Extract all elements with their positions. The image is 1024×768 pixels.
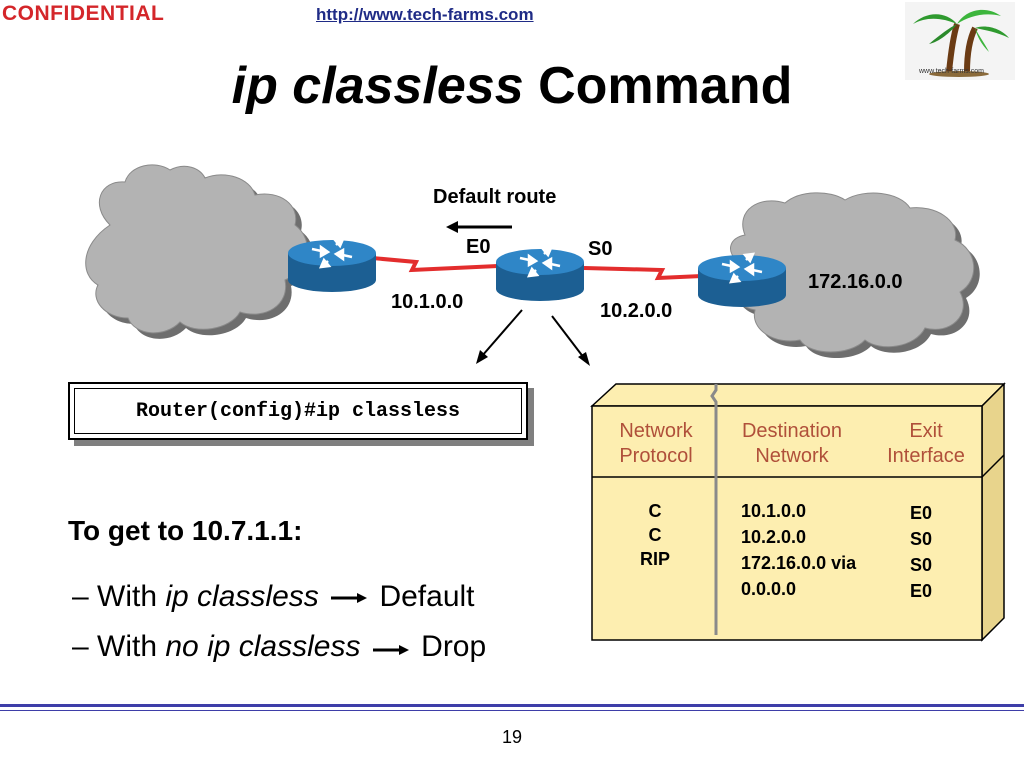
command-text: Router(config)#ip classless: [74, 388, 522, 434]
router-right: [698, 252, 786, 307]
confidential-label: CONFIDENTIAL: [2, 2, 165, 25]
destination-cell: 10.2.0.0: [741, 527, 807, 547]
right-cloud: [727, 192, 980, 358]
goal-heading: To get to 10.7.1.1:: [68, 515, 303, 546]
router-center: [496, 246, 584, 301]
bullet-result: Drop: [421, 630, 487, 663]
interface-cell: E0: [910, 581, 933, 601]
link-right: [583, 266, 703, 281]
footer-line: [0, 704, 1024, 707]
bullet-classless: – With ip classless Default: [72, 580, 475, 614]
bullet-dash: –: [72, 630, 98, 663]
interface-cell: S0: [910, 555, 933, 575]
default-route-label: Default route: [433, 186, 557, 208]
s0-label: S0: [588, 238, 613, 260]
bullet-dash: –: [72, 580, 98, 613]
title-normal: Command: [538, 57, 793, 115]
protocol-column: C C RIP: [620, 499, 690, 571]
pointer-arrow-left: [476, 309, 523, 364]
bullet-result: Default: [379, 580, 475, 613]
bullet-no-classless: – With no ip classless Drop: [72, 630, 486, 664]
interface-cell: E0: [910, 503, 933, 523]
footer-line-thin: [0, 710, 1024, 711]
protocol-cell: C: [648, 501, 662, 521]
destination-cell: 10.1.0.0: [741, 501, 807, 521]
bullet-prefix: With: [97, 630, 166, 663]
palm-tree-icon: [905, 2, 1015, 80]
protocol-cell: C: [648, 525, 662, 545]
command-box: Router(config)#ip classless: [68, 382, 528, 440]
right-arrow-icon: [331, 593, 368, 604]
bullet-command: no ip classless: [165, 630, 361, 663]
pointer-arrow-right: [551, 315, 590, 366]
logo-caption: www.tech-farms.com: [919, 68, 984, 75]
protocol-cell: RIP: [639, 549, 670, 569]
destination-cell: 172.16.0.0 via: [741, 553, 857, 573]
website-link[interactable]: http://www.tech-farms.com: [316, 5, 534, 24]
page-number: 19: [501, 727, 523, 747]
bullet-prefix: With: [97, 580, 166, 613]
destination-cell: 0.0.0.0: [741, 579, 797, 599]
routing-table-box: [590, 382, 1006, 642]
bullet-command: ip classless: [165, 580, 319, 613]
network-172-label: 172.16.0.0: [808, 271, 903, 293]
right-arrow-icon: [372, 645, 409, 656]
default-route-arrow: [446, 221, 512, 233]
page-title: ip classless Command: [0, 56, 1024, 116]
network-10-1-label: 10.1.0.0: [391, 291, 464, 313]
header-exit-interface: Exit Interface: [887, 420, 965, 467]
header-destination-network: Destination Network: [741, 420, 843, 467]
interface-cell: S0: [910, 529, 933, 549]
e0-label: E0: [466, 236, 491, 258]
tech-farms-logo: www.tech-farms.com: [905, 2, 1015, 80]
router-left: [288, 237, 376, 292]
network-10-2-label: 10.2.0.0: [600, 300, 673, 322]
title-italic: ip classless: [231, 57, 524, 115]
destination-column: 10.1.0.0 10.2.0.0 172.16.0.0 via 0.0.0.0: [741, 498, 856, 602]
interface-column: E0 S0 S0 E0: [910, 500, 932, 604]
left-cloud: [85, 164, 314, 339]
header-network-protocol: Network Protocol: [619, 420, 693, 467]
link-left: [371, 256, 499, 273]
